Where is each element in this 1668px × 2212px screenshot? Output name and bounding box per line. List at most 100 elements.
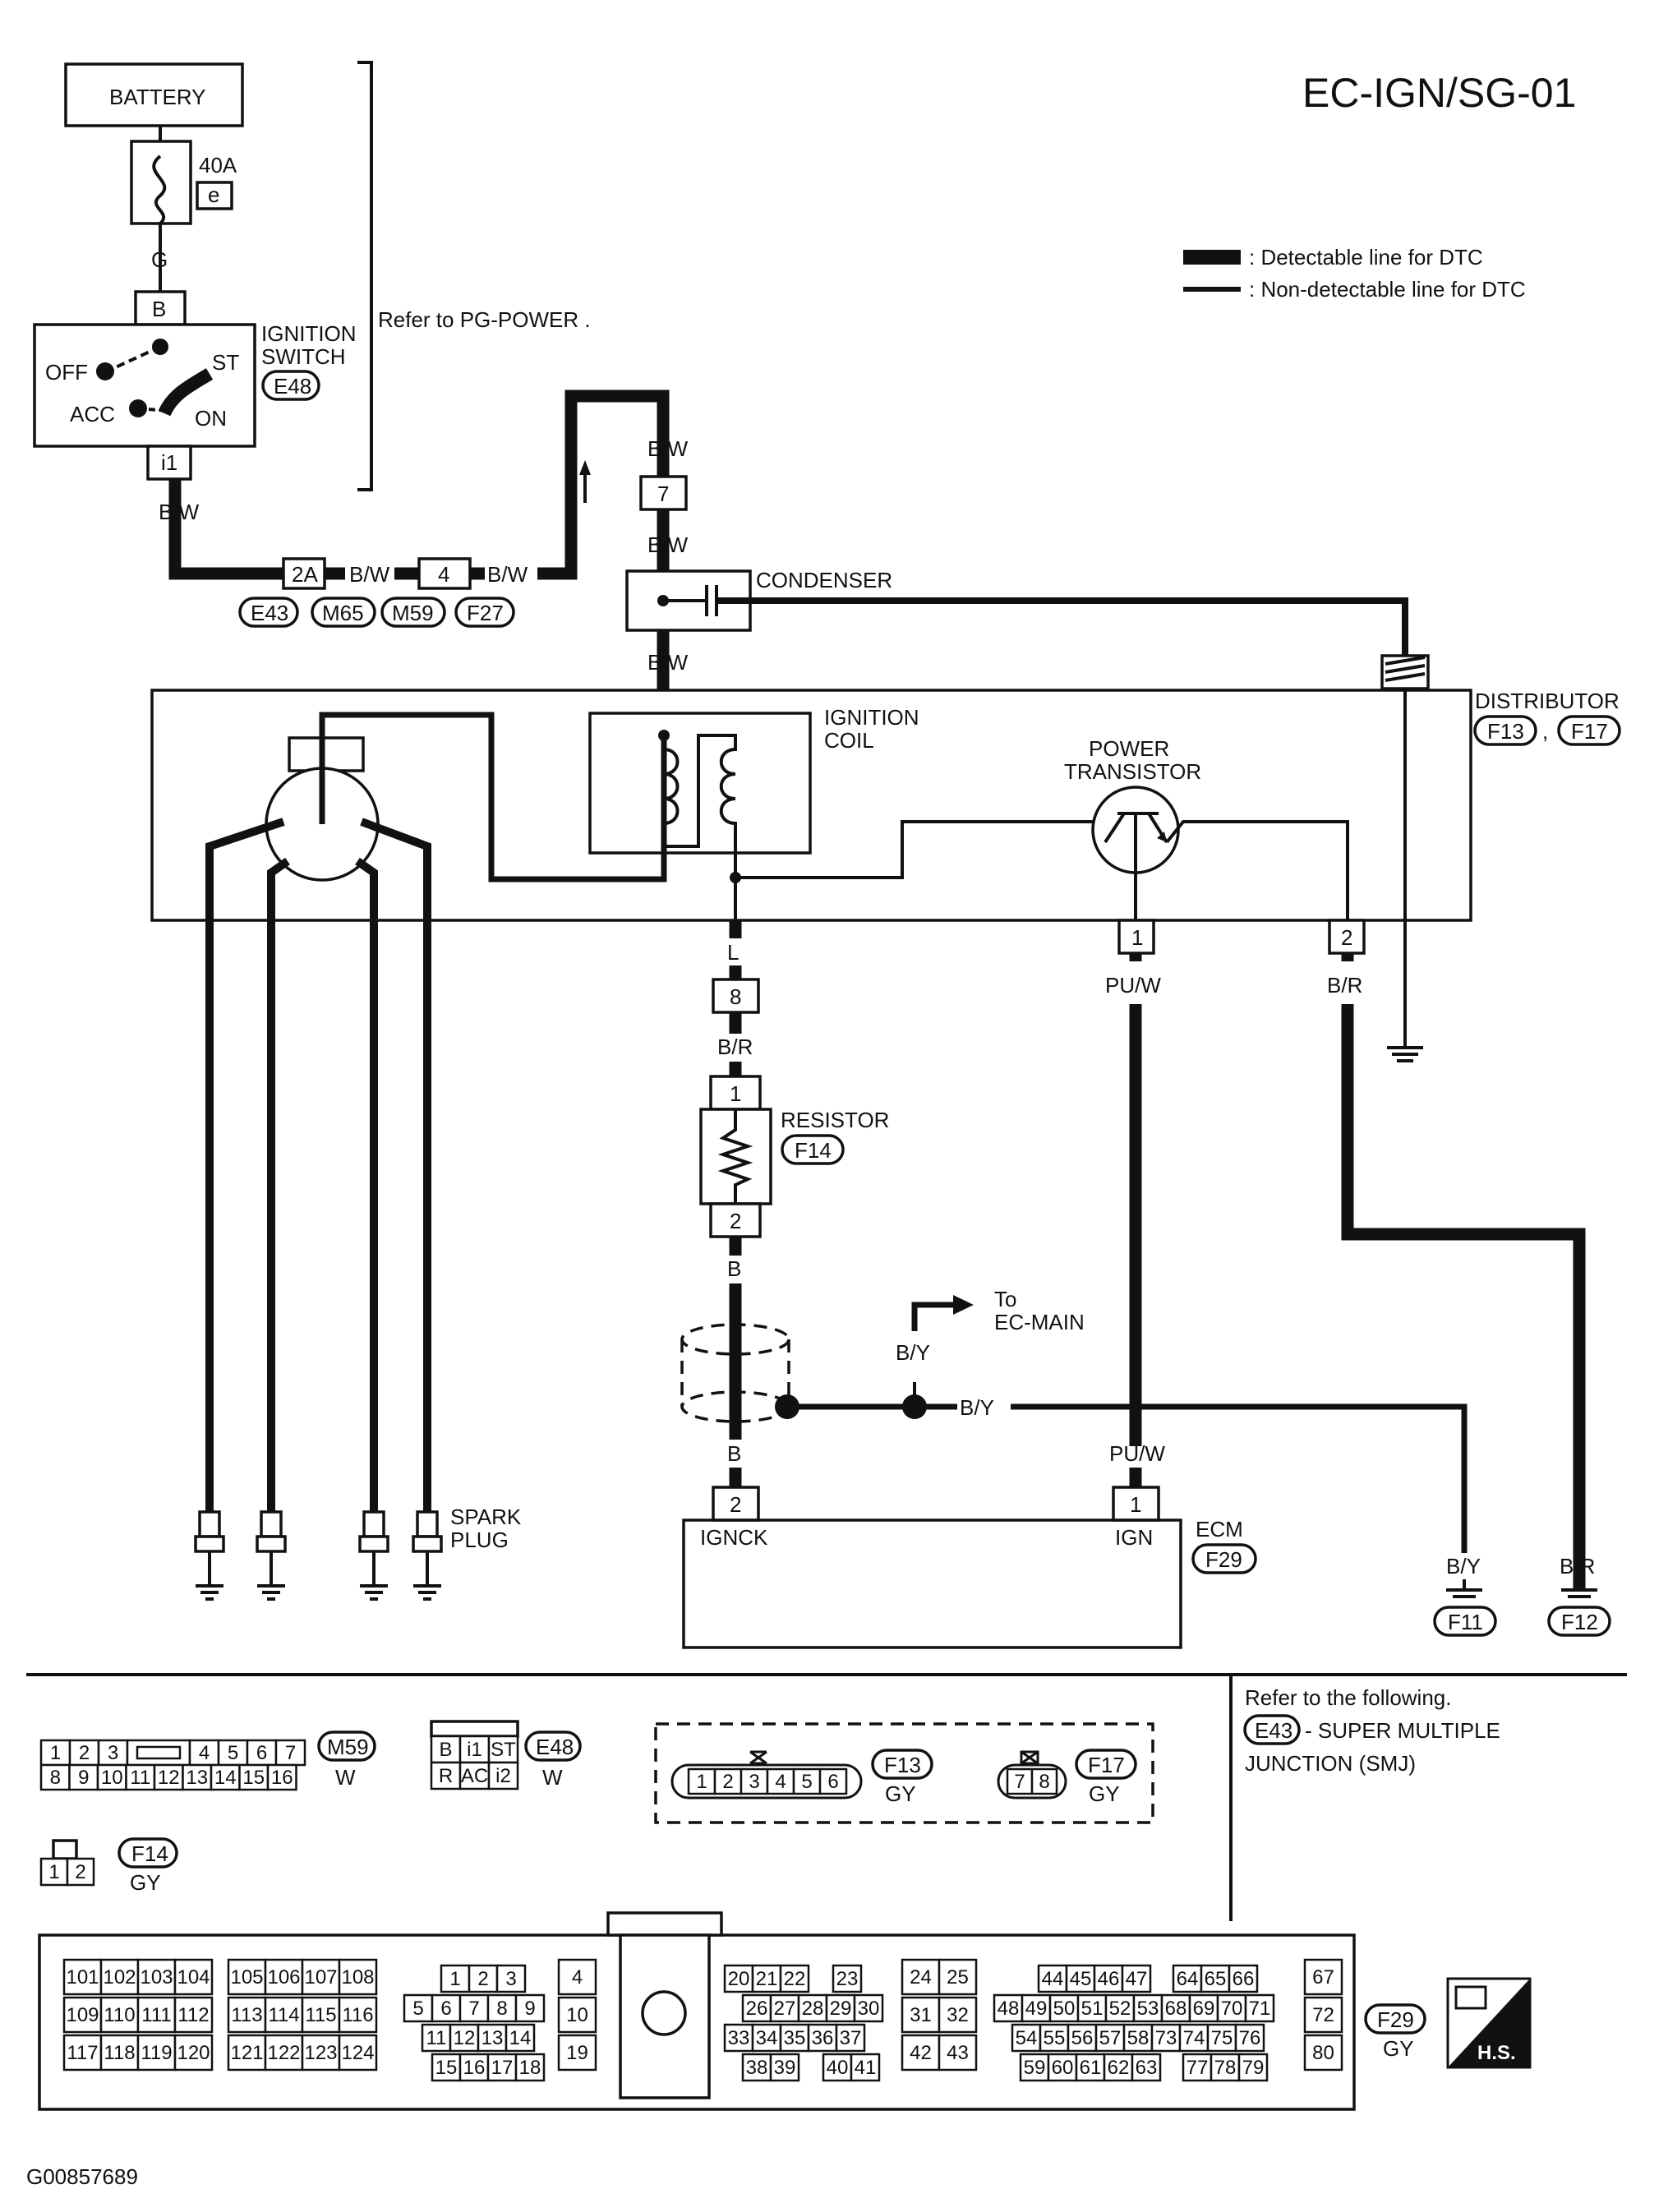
m59-pin-label: 3 [108, 1742, 118, 1764]
spark-plug-2-icon [256, 1510, 287, 1601]
svg-text:8: 8 [730, 984, 741, 1009]
ecm-pin-label: 117 [67, 2042, 98, 2064]
e48-pin-cell [487, 1735, 519, 1764]
ecm-pin-label: 104 [177, 1966, 210, 1988]
ecm-pin-cell [440, 1964, 471, 1993]
ecm-pin-cell [338, 1958, 378, 1996]
svg-text:,: , [1542, 719, 1548, 744]
e48-housing [430, 1720, 519, 1738]
f13-pin-label: 2 [722, 1771, 733, 1793]
ecm-pin-cell [1131, 2053, 1162, 2082]
svg-text:IGNCK: IGNCK [700, 1525, 768, 1550]
f17-pin-label: 7 [1014, 1771, 1025, 1793]
ecm-pin-label: 5 [412, 1998, 423, 2020]
figure-id: G00857689 [26, 2164, 138, 2189]
hs-badge-icon [1446, 1977, 1532, 2069]
f13-key-icon [749, 1750, 767, 1765]
f14-pin-label: 2 [75, 1861, 85, 1883]
connector-f11-tag [1433, 1606, 1497, 1637]
f17-key-icon [1021, 1750, 1039, 1765]
ecm-pin-label: 22 [784, 1968, 806, 1990]
rotor-cap [288, 736, 365, 772]
ecm-pin-label: 30 [858, 1998, 880, 2020]
ecm-pin-label: 68 [1165, 1998, 1187, 2020]
m59-pin-label: 12 [158, 1767, 180, 1789]
svg-text:L: L [727, 940, 739, 965]
ecm-box [682, 1518, 1182, 1649]
ecm-pin-label: 16 [463, 2057, 486, 2079]
m59-pin-label: 15 [242, 1767, 265, 1789]
wire-coil-transistor [735, 820, 1101, 879]
ecm-pin-label: 31 [910, 2004, 932, 2026]
ecm-pin-label: 46 [1098, 1968, 1120, 1990]
ecm-pin-label: 113 [231, 2004, 262, 2026]
m59-pin-label: 14 [214, 1767, 237, 1789]
ecm-pin-cell [1216, 1993, 1247, 2023]
ecm-pin-label: 119 [141, 2042, 172, 2064]
ecm-pin-cell [1048, 1993, 1080, 2023]
ecm-pin-label: 54 [1016, 2027, 1038, 2049]
ecm-pin-cell [1172, 1964, 1203, 1993]
e48-pin-label: ST [491, 1739, 516, 1761]
ecm-pin-cell [769, 2053, 800, 2082]
m59-pin-label: 16 [271, 1767, 293, 1789]
ecm-pin-cell [807, 2023, 838, 2053]
e48-pin-label: i1 [467, 1739, 482, 1761]
ecm-pin-label: 55 [1044, 2027, 1066, 2049]
battery-box [64, 62, 244, 127]
m59-pin-label: 5 [228, 1742, 238, 1764]
svg-text:F12: F12 [1561, 1610, 1598, 1634]
svg-text:GY: GY [1089, 1781, 1120, 1806]
svg-text:4: 4 [438, 562, 449, 587]
ecm-pin-cell [227, 1996, 267, 2034]
connector-f17-tag [1557, 715, 1621, 746]
ecm-pin-label: 59 [1024, 2057, 1046, 2079]
m59-pin-label: 11 [130, 1767, 150, 1789]
ecm-pin-label: 44 [1042, 1968, 1064, 1990]
f17-pin-cell [1030, 1767, 1058, 1795]
e48-pin-label: R [439, 1765, 453, 1787]
ecm-pin-label: 106 [267, 1966, 300, 1988]
ecm-pin-label: 11 [426, 2027, 447, 2049]
ecm-pin-label: 72 [1312, 2004, 1334, 2026]
ecm-pin-label: 34 [756, 2027, 778, 2049]
ignition-coil-label-1: IGNITION [824, 705, 919, 730]
ecm-pin-label: 3 [505, 1968, 516, 1990]
svg-text:B: B [152, 297, 166, 321]
resistor-icon [717, 1109, 753, 1204]
ecm-pin-label: 118 [104, 2042, 135, 2064]
e48-tag [524, 1730, 582, 1762]
svg-text:7: 7 [657, 482, 669, 506]
ecm-pin-label: 79 [1242, 2057, 1265, 2079]
svg-text:GY: GY [885, 1781, 916, 1806]
svg-text:F27: F27 [467, 601, 504, 625]
ignition-switch-label-2: SWITCH [261, 344, 346, 369]
ecm-pin-label: 67 [1312, 1966, 1334, 1988]
ecm-pin-cell [1303, 2034, 1343, 2071]
refer-note-line3: JUNCTION (SMJ) [1245, 1751, 1416, 1776]
m59-pin-label: 7 [285, 1742, 296, 1764]
ecm-pin-label: 109 [66, 2004, 99, 2026]
ecm-pin-cell [1244, 1993, 1275, 2023]
ecm-pin-cell [62, 2034, 103, 2071]
distributor-box [150, 689, 1472, 922]
connector-m65-tag [311, 597, 376, 628]
ecm-pin-cell [1188, 1993, 1219, 2023]
svg-text:F17: F17 [1571, 719, 1608, 744]
spark-wire-4 [360, 818, 431, 1512]
ecm-pin-label: 24 [910, 1966, 932, 1988]
ecm-pin-label: 101 [66, 1966, 99, 1988]
ignition-switch-box [33, 323, 256, 448]
ecm-pin-label: 78 [1214, 2057, 1237, 2079]
ecm-pin-label: 58 [1127, 2027, 1150, 2049]
svg-text:F17: F17 [1088, 1753, 1125, 1777]
f13-tag [871, 1749, 933, 1780]
f17-pin-label: 8 [1039, 1771, 1049, 1793]
ecm-pin-cell [62, 1958, 103, 1996]
ecm-pin-label: 102 [103, 1966, 136, 1988]
e48-pin-label: AC [461, 1765, 488, 1787]
ecm-pin-label: 40 [827, 2057, 849, 2079]
ecm-pin-cell [173, 1996, 214, 2034]
ecm-pin-cell [136, 2034, 177, 2071]
